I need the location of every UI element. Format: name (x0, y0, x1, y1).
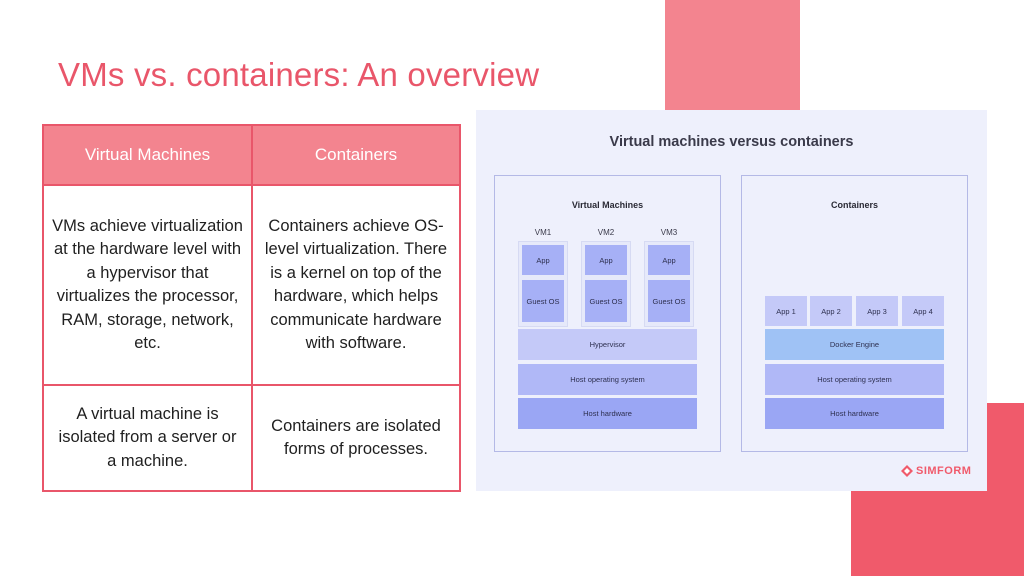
slide-title: VMs vs. containers: An overview (58, 56, 540, 93)
container-panel: Containers App 1 App 2 App 3 App 4 Docke… (741, 175, 968, 452)
vm3-app: App (648, 245, 690, 275)
container-panel-title: Containers (830, 200, 878, 210)
header-containers: Containers (251, 124, 461, 186)
header-virtual-machines: Virtual Machines (42, 124, 253, 186)
vm-panel: Virtual Machines VM1 VM2 VM3 App Guest O… (494, 175, 721, 452)
container-isolation-cell: Containers are isolated forms of process… (251, 384, 461, 492)
vm3-guest-os: Guest OS (648, 280, 690, 322)
container-host-hardware-layer: Host hardware (765, 398, 944, 429)
decorative-block-top (665, 0, 800, 112)
docker-engine-layer: Docker Engine (765, 329, 944, 360)
comparison-table: Virtual Machines Containers VMs achieve … (42, 124, 461, 492)
table-header-row: Virtual Machines Containers (42, 124, 461, 186)
vm1-app: App (522, 245, 564, 275)
vm2-stack: App Guest OS (581, 241, 631, 327)
diagram-title: Virtual machines versus containers (609, 134, 854, 150)
table-row: VMs achieve virtualization at the hardwa… (42, 184, 461, 386)
container-virtualization-cell: Containers achieve OS-level virtualizati… (251, 184, 461, 386)
container-app-2: App 2 (810, 296, 852, 326)
vm-host-os-layer: Host operating system (518, 364, 697, 395)
vm1-stack: App Guest OS (518, 241, 568, 327)
vm-vs-container-diagram: Virtual machines versus containers Virtu… (476, 110, 987, 491)
vm2-guest-os: Guest OS (585, 280, 627, 322)
hypervisor-layer: Hypervisor (518, 329, 697, 360)
simform-logo: SIMFORM (901, 465, 971, 477)
container-app-4: App 4 (902, 296, 944, 326)
vm2-app: App (585, 245, 627, 275)
vm-host-hardware-layer: Host hardware (518, 398, 697, 429)
vm1-guest-os: Guest OS (522, 280, 564, 322)
table-row: A virtual machine is isolated from a ser… (42, 384, 461, 492)
simform-logo-icon (901, 465, 913, 477)
simform-logo-text: SIMFORM (916, 465, 972, 477)
container-app-3: App 3 (856, 296, 898, 326)
vm-panel-title: Virtual Machines (571, 200, 644, 210)
container-host-os-layer: Host operating system (765, 364, 944, 395)
vm-virtualization-cell: VMs achieve virtualization at the hardwa… (42, 184, 253, 386)
vm-isolation-cell: A virtual machine is isolated from a ser… (42, 384, 253, 492)
vm3-stack: App Guest OS (644, 241, 694, 327)
container-app-1: App 1 (765, 296, 807, 326)
vm2-label: VM2 (597, 228, 615, 237)
vm3-label: VM3 (660, 228, 678, 237)
vm1-label: VM1 (534, 228, 552, 237)
